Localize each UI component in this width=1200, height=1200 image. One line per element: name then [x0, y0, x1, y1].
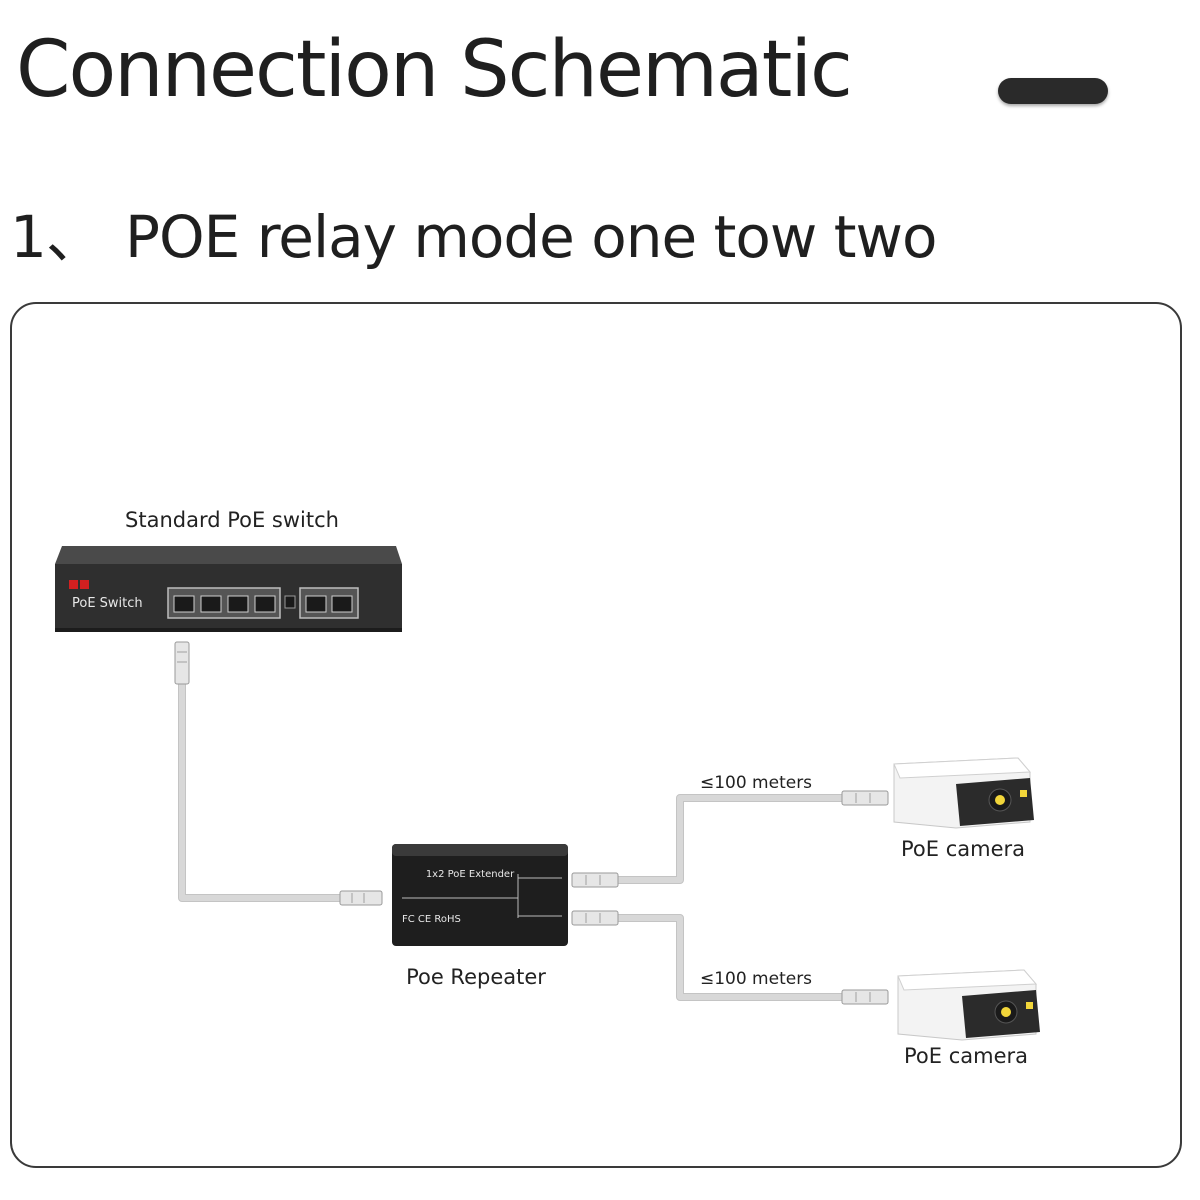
cable-repeater-to-camera-top [618, 794, 845, 884]
repeater-label: Poe Repeater [406, 965, 546, 989]
rj45-plug-icon [174, 641, 190, 685]
poe-switch-icon: PoE Switch [55, 546, 402, 632]
repeater-front-marks: FC CE RoHS [402, 914, 461, 925]
camera-top-label: PoE camera [901, 837, 1025, 861]
section-title: POE relay mode one tow two [125, 203, 937, 271]
section-number: 1、 [10, 203, 104, 271]
cable-repeater-to-camera-bottom [618, 914, 845, 1001]
page-title: Connection Schematic [16, 25, 853, 115]
distance-label-top: ≤100 meters [700, 773, 812, 793]
rj45-plug-icon [841, 790, 889, 806]
distance-label-bottom: ≤100 meters [700, 969, 812, 989]
camera-icon [893, 757, 1034, 829]
switch-front-text: PoE Switch [72, 596, 143, 611]
diagram-panel [10, 302, 1182, 1168]
section-heading: 1、 POE relay mode one tow two [10, 203, 937, 271]
camera-bottom-label: PoE camera [904, 1044, 1028, 1068]
repeater-front-title: 1x2 PoE Extender [426, 869, 515, 880]
title-decoration-bar [998, 78, 1108, 104]
poe-repeater-icon: 1x2 PoE Extender FC CE RoHS [392, 844, 568, 946]
rj45-plug-icon [841, 989, 889, 1005]
camera-icon [897, 969, 1040, 1041]
rj45-plug-icon [571, 872, 619, 888]
cable-switch-to-repeater [178, 680, 350, 902]
rj45-plug-icon [571, 910, 619, 926]
rj45-plug-icon [339, 890, 383, 906]
switch-label: Standard PoE switch [125, 508, 339, 532]
